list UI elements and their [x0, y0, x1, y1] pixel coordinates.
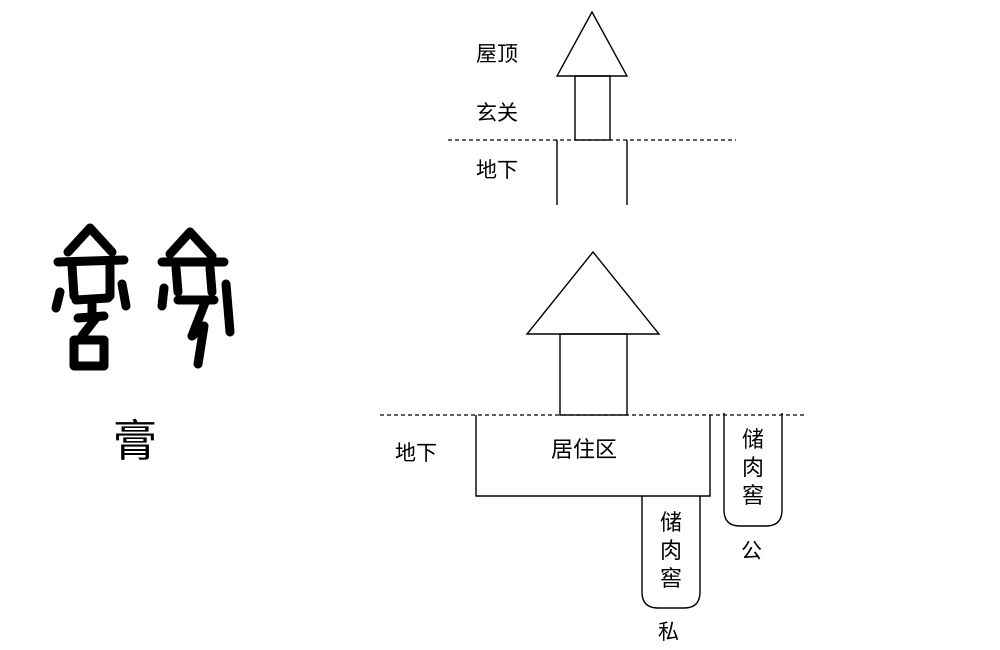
top-roof-shape [555, 10, 629, 77]
living-area-label: 居住区 [551, 438, 618, 463]
oracle-glyph-left-icon [51, 223, 131, 371]
roof-label: 屋顶 [476, 42, 518, 66]
bottom-underground-label: 地下 [395, 441, 437, 465]
private-cellar-label: 储肉窖 [659, 511, 682, 592]
bottom-entrance-shape [559, 333, 628, 416]
top-entrance-shape [574, 75, 611, 141]
private-owner-label: 私 [658, 620, 679, 644]
entrance-label: 玄关 [476, 101, 518, 125]
public-cellar-label: 储肉窖 [741, 428, 764, 509]
top-underground-label: 地下 [476, 158, 518, 182]
public-cellar-shape [723, 413, 783, 527]
private-cellar-shape [641, 496, 701, 609]
living-area-shape [475, 415, 711, 497]
public-owner-label: 公 [741, 539, 762, 563]
character-label: 膏 [113, 416, 157, 467]
bottom-roof-shape [525, 250, 661, 335]
oracle-glyph-right-icon [157, 227, 235, 369]
